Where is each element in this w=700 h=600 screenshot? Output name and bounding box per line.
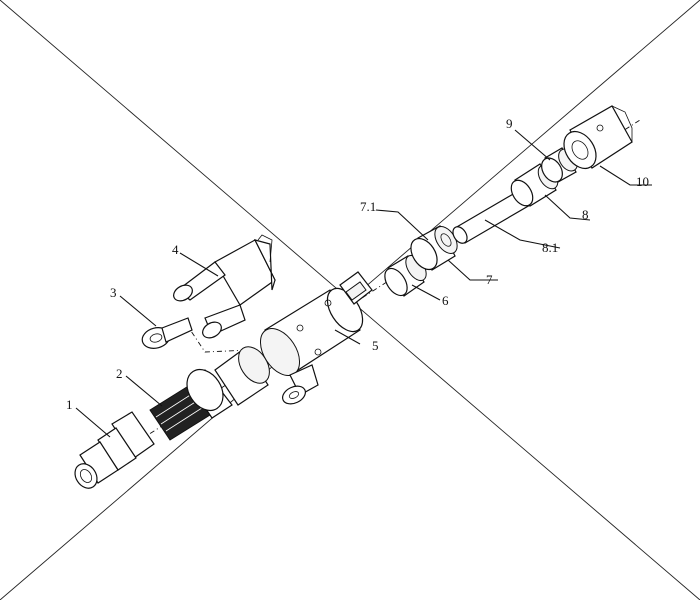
callout-labels: 1 2 3 4 5 6 7 7.1 8 8.1 9 10 [66,116,649,412]
callout-8: 8 [582,207,589,222]
callout-3: 3 [110,285,117,300]
callout-2: 2 [116,366,123,381]
part-4-fork-bracket [173,234,276,339]
part-1-connector [74,411,155,489]
callout-6: 6 [442,293,449,308]
callout-9: 9 [506,116,513,131]
part-2-threaded-sleeve [149,346,270,441]
callout-5: 5 [372,338,379,353]
callout-8-1: 8.1 [542,240,558,255]
callout-4: 4 [172,242,179,257]
part-7-nut [410,225,458,271]
callout-7: 7 [486,272,493,287]
part-10-end-cap [563,105,633,170]
part-3-lug [141,317,193,349]
callout-1: 1 [66,397,73,412]
leader-lines [75,129,652,438]
coupling-block [339,271,373,305]
callout-10: 10 [636,174,649,189]
callout-7-1: 7.1 [360,199,376,214]
